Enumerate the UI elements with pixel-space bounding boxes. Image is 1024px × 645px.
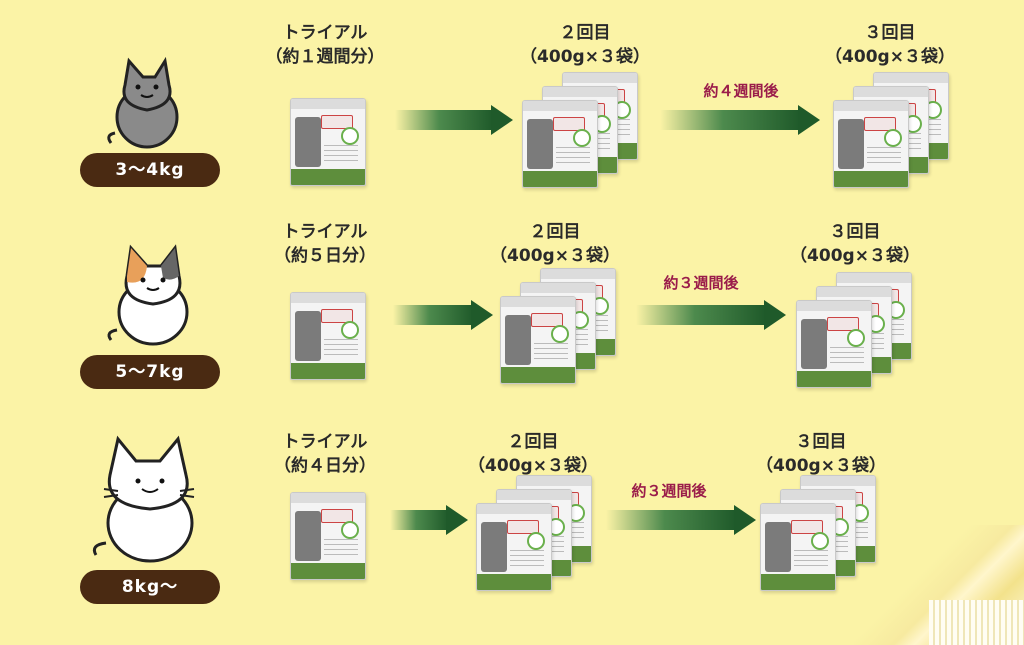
page-curl-lines: [929, 600, 1024, 645]
trial-duration: （約４日分）: [274, 456, 376, 476]
food-bag-icon: [522, 100, 598, 188]
bag-stack: [796, 272, 926, 402]
second-detail: （400g×３袋）: [520, 47, 650, 67]
arrow-right-icon: [660, 105, 820, 135]
food-bag-icon: [290, 492, 366, 580]
bag-stack: [522, 72, 652, 202]
weight-pill: 3～4kg: [80, 153, 220, 187]
interval-note: 約３週間後: [631, 482, 707, 500]
arrow-right-icon: [606, 505, 756, 535]
food-bag-icon: [500, 296, 576, 384]
bag-stack: [500, 268, 630, 398]
food-bag-icon: [760, 503, 836, 591]
second-detail: （400g×３袋）: [490, 246, 620, 266]
third-title: ３回目: [795, 432, 847, 452]
trial-label: トライアル: [282, 23, 368, 43]
third-detail: （400g×３袋）: [756, 456, 886, 476]
second-title: ２回目: [559, 23, 611, 43]
food-bag-icon: [833, 100, 909, 188]
cat-white-icon: [92, 435, 195, 563]
third-title: ３回目: [829, 222, 881, 242]
bag-stack: [760, 475, 890, 605]
cat-gray-icon: [107, 56, 179, 149]
bag-stack: [833, 72, 963, 202]
trial-duration: （約５日分）: [274, 246, 376, 266]
bag-stack: [476, 475, 606, 605]
food-bag-icon: [290, 292, 366, 380]
cat-calico-icon: [107, 244, 189, 346]
food-bag-icon: [796, 300, 872, 388]
food-bag-icon: [476, 503, 552, 591]
interval-note: 約４週間後: [703, 82, 779, 100]
trial-label: トライアル: [282, 222, 368, 242]
arrow-right-icon: [636, 300, 786, 330]
trial-label: トライアル: [282, 432, 368, 452]
arrow-right-icon: [393, 300, 493, 330]
arrow-right-icon: [395, 105, 513, 135]
second-title: ２回目: [529, 222, 581, 242]
arrow-right-icon: [390, 505, 468, 535]
third-title: ３回目: [864, 23, 916, 43]
second-title: ２回目: [507, 432, 559, 452]
food-bag-icon: [290, 98, 366, 186]
third-detail: （400g×３袋）: [825, 47, 955, 67]
weight-pill: 5～7kg: [80, 355, 220, 389]
weight-pill: 8kg～: [80, 570, 220, 604]
interval-note: 約３週間後: [663, 274, 739, 292]
second-detail: （400g×３袋）: [468, 456, 598, 476]
trial-duration: （約１週間分）: [265, 47, 385, 67]
third-detail: （400g×３袋）: [790, 246, 920, 266]
